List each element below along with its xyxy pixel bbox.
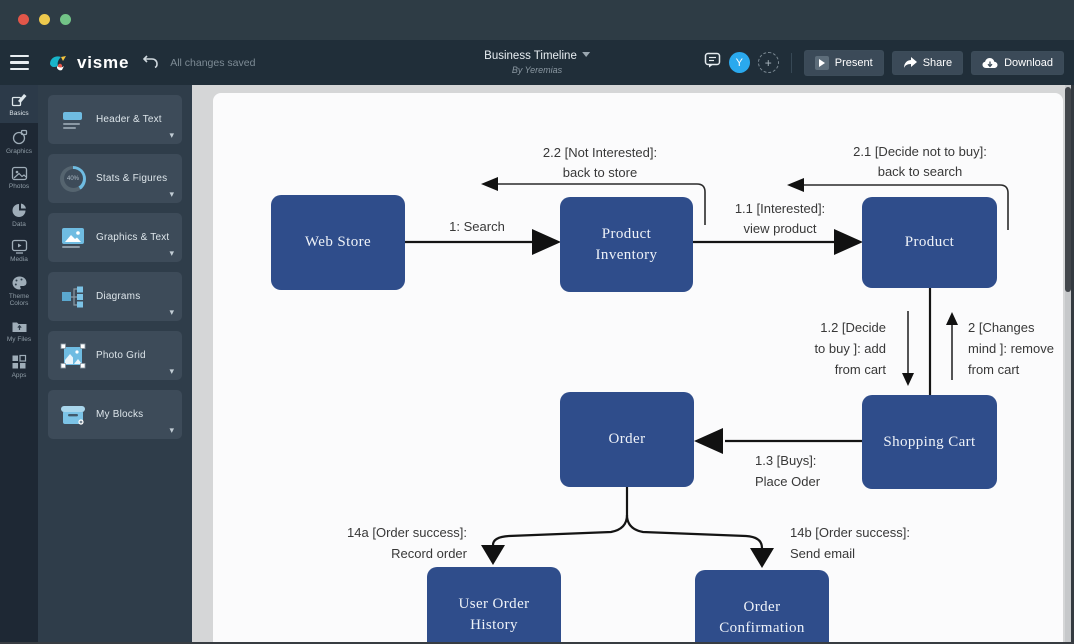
user-avatar[interactable]: Y	[728, 52, 750, 73]
chevron-down-icon[interactable]: ▾	[169, 366, 174, 376]
header-divider	[790, 52, 792, 73]
document-title[interactable]: Business Timeline	[484, 50, 577, 62]
edge-label-search[interactable]: 1: Search	[449, 219, 505, 234]
autosave-status: All changes saved	[170, 56, 256, 69]
window-frame-right	[1071, 85, 1074, 644]
add-collaborator-button[interactable]: +	[757, 52, 779, 73]
download-button[interactable]: Download	[971, 50, 1064, 75]
block-card-header-text[interactable]: Header & Text ▾	[48, 95, 182, 144]
sidebar-rail: Basics Graphics Photos Data Media Theme …	[0, 85, 38, 644]
chevron-down-icon	[581, 52, 590, 58]
visme-logo[interactable]: visme	[48, 53, 129, 73]
zoom-window-button[interactable]	[60, 14, 71, 25]
sidebar-item-theme-colors[interactable]: Theme Colors	[0, 269, 38, 313]
app-header: visme All changes saved Business Timelin…	[0, 40, 1074, 85]
block-card-diagrams[interactable]: Diagrams ▾	[48, 272, 182, 321]
theme-colors-icon	[12, 276, 26, 289]
edge-label-buys[interactable]: 1.3 [Buys]: Place Oder	[755, 453, 821, 489]
chevron-down-icon[interactable]: ▾	[169, 189, 174, 199]
sidebar-item-photos[interactable]: Photos	[0, 160, 38, 196]
chevron-down-icon[interactable]: ▾	[169, 307, 174, 317]
diagram-edges	[405, 177, 1009, 568]
chevron-down-icon[interactable]: ▾	[169, 248, 174, 258]
apps-icon	[12, 354, 27, 369]
diagram-node-web-store[interactable]: Web Store	[271, 195, 405, 290]
photo-grid-icon	[58, 343, 88, 369]
header-text-icon	[58, 109, 88, 131]
photos-icon	[11, 166, 27, 181]
my-files-icon	[12, 322, 26, 332]
window-frame-bottom	[0, 642, 1074, 644]
sidebar-item-media[interactable]: Media	[0, 233, 38, 269]
edge-label-order-success-b[interactable]: 14b [Order success]: Send email	[790, 525, 910, 561]
canvas-scrollbar-track[interactable]	[1065, 85, 1071, 644]
edge-label-order-success-a[interactable]: 14a [Order success]: Record order	[347, 525, 467, 561]
edge-label-changes-mind[interactable]: 2 [Changes mind ]: remove from cart	[968, 320, 1054, 377]
sidebar-item-data[interactable]: Data	[0, 196, 38, 234]
edge-label-decide-not-buy[interactable]: 2.1 [Decide not to buy]: back to search	[853, 144, 987, 179]
minimize-window-button[interactable]	[39, 14, 50, 25]
sidebar-item-basics[interactable]: Basics	[0, 85, 38, 123]
sidebar-item-apps[interactable]: Apps	[0, 348, 38, 385]
block-card-graphics-text[interactable]: Graphics & Text ▾	[48, 213, 182, 262]
visme-logo-icon	[50, 55, 66, 70]
media-icon	[11, 239, 27, 254]
edge-label-not-interested[interactable]: 2.2 [Not Interested]: back to store	[542, 145, 658, 180]
diagram-page[interactable]: Web Store Product Inventory Product Orde…	[213, 93, 1063, 644]
diagram-node-product[interactable]: Product	[862, 197, 997, 288]
canvas-scrollbar-thumb[interactable]	[1065, 87, 1071, 292]
close-window-button[interactable]	[18, 14, 29, 25]
diagrams-icon	[58, 285, 88, 309]
my-blocks-icon	[58, 403, 88, 427]
diagram-node-user-order-history[interactable]: User Order History	[427, 567, 561, 644]
stats-figures-icon: 40%	[58, 165, 88, 192]
diagram-node-order[interactable]: Order	[560, 392, 694, 487]
block-card-stats-figures[interactable]: 40% Stats & Figures ▾	[48, 154, 182, 203]
chevron-down-icon[interactable]: ▾	[169, 425, 174, 435]
edge-label-decide-buy[interactable]: 1.2 [Decide to buy ]: add from cart	[814, 320, 886, 377]
sidebar-item-graphics[interactable]: Graphics	[0, 123, 38, 161]
edge-label-interested[interactable]: 1.1 [Interested]: view product	[734, 201, 826, 236]
graphics-icon	[12, 129, 27, 144]
sidebar-item-my-files[interactable]: My Files	[0, 313, 38, 349]
share-icon	[903, 56, 917, 68]
block-card-my-blocks[interactable]: My Blocks ▾	[48, 390, 182, 439]
document-title-block[interactable]: Business Timeline By Yeremias	[484, 46, 590, 75]
undo-icon[interactable]	[143, 54, 159, 72]
menu-icon[interactable]	[0, 40, 38, 85]
chevron-down-icon[interactable]: ▾	[169, 130, 174, 140]
diagram-node-product-inventory[interactable]: Product Inventory	[560, 197, 693, 292]
sidebar-panel: Header & Text ▾ 40% Stats & Figures ▾ Gr…	[38, 85, 192, 644]
logo-wordmark: visme	[77, 52, 130, 72]
share-button[interactable]: Share	[891, 50, 964, 75]
diagram-node-shopping-cart[interactable]: Shopping Cart	[862, 395, 997, 489]
graphics-text-icon	[58, 226, 88, 250]
cloud-download-icon	[982, 57, 998, 68]
diagram-node-order-confirmation[interactable]: Order Confirmation	[695, 570, 829, 644]
data-icon	[12, 203, 26, 217]
present-button[interactable]: Present	[803, 49, 884, 76]
titlebar	[0, 0, 1074, 40]
comments-icon[interactable]	[704, 52, 721, 73]
play-icon	[814, 55, 829, 70]
document-author: By Yeremias	[511, 65, 563, 75]
block-card-photo-grid[interactable]: Photo Grid ▾	[48, 331, 182, 380]
basics-icon	[11, 94, 26, 107]
